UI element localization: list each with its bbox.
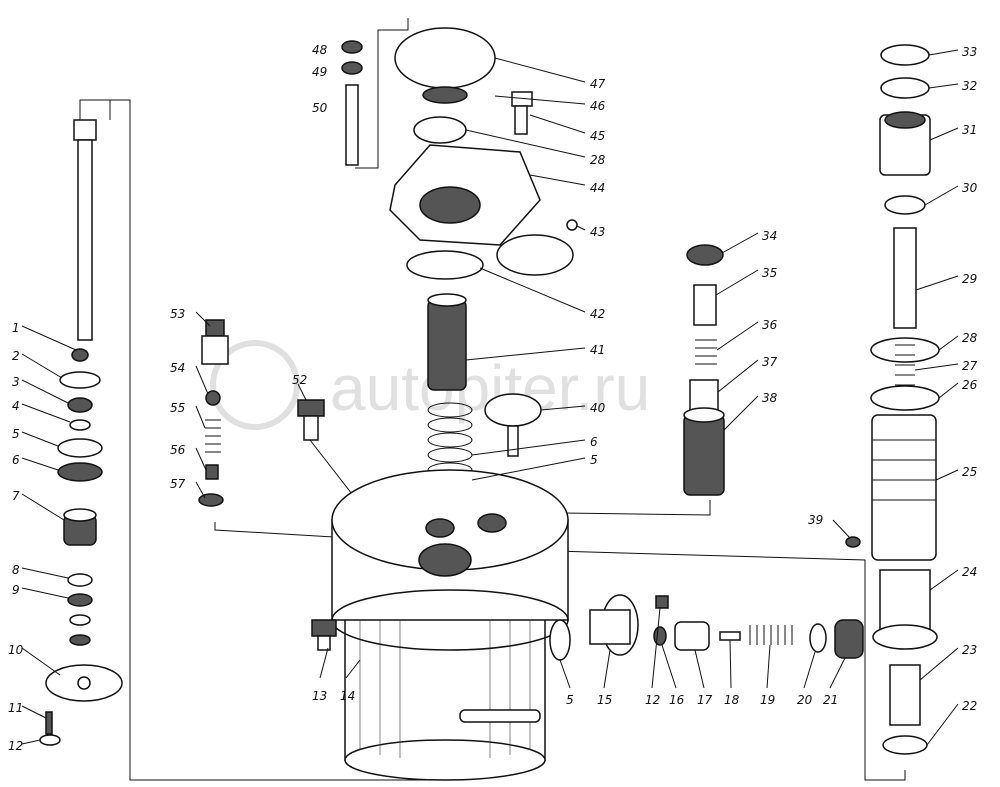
label: 49 bbox=[312, 65, 327, 79]
label: 47 bbox=[590, 77, 606, 91]
part-piston-assembly bbox=[845, 44, 940, 755]
label: 40 bbox=[590, 401, 606, 415]
label: 15 bbox=[597, 693, 612, 707]
label: 56 bbox=[170, 443, 186, 457]
labels-bottom: 13 14 5 15 12 16 17 18 19 20 21 bbox=[312, 689, 838, 707]
label: 5 bbox=[566, 693, 574, 707]
label: 33 bbox=[962, 45, 977, 59]
label: 34 bbox=[762, 229, 777, 243]
label: 32 bbox=[962, 79, 977, 93]
label: 12 bbox=[8, 739, 23, 753]
label: 27 bbox=[962, 359, 978, 373]
label: 45 bbox=[590, 129, 605, 143]
label: 50 bbox=[312, 101, 328, 115]
label: 6 bbox=[590, 435, 598, 449]
label: 17 bbox=[697, 693, 713, 707]
part-check-valve-assembly bbox=[683, 244, 725, 496]
label: 38 bbox=[762, 391, 778, 405]
label: 41 bbox=[590, 343, 605, 357]
label: 44 bbox=[590, 181, 605, 195]
label: 24 bbox=[962, 565, 977, 579]
labels-top-center: 48 49 50 47 46 45 28 44 43 42 41 40 6 5 bbox=[312, 43, 606, 467]
label: 9 bbox=[12, 583, 20, 597]
label: 35 bbox=[762, 266, 777, 280]
part-valve-plug-assembly bbox=[198, 319, 325, 507]
label: 46 bbox=[590, 99, 606, 113]
label: 11 bbox=[8, 701, 23, 715]
label: 26 bbox=[962, 378, 978, 392]
part-main-body bbox=[311, 469, 569, 781]
label: 43 bbox=[590, 225, 605, 239]
label: 31 bbox=[962, 123, 977, 137]
label: 19 bbox=[760, 693, 775, 707]
part-side-valve-assembly bbox=[549, 594, 864, 661]
label: 5 bbox=[12, 427, 20, 441]
label: 21 bbox=[823, 693, 838, 707]
label: 13 bbox=[312, 689, 327, 703]
part-rod-assembly bbox=[39, 119, 123, 746]
label: 28 bbox=[962, 331, 978, 345]
label: 7 bbox=[12, 489, 20, 503]
label: 54 bbox=[170, 361, 185, 375]
label: 36 bbox=[762, 318, 778, 332]
label: 29 bbox=[962, 272, 977, 286]
label: 1 bbox=[12, 321, 20, 335]
label: 28 bbox=[590, 153, 606, 167]
label: 6 bbox=[12, 453, 20, 467]
label: 20 bbox=[797, 693, 813, 707]
label: 52 bbox=[292, 373, 307, 387]
label: 12 bbox=[645, 693, 660, 707]
label: 8 bbox=[12, 563, 20, 577]
label: 5 bbox=[590, 453, 598, 467]
label: 57 bbox=[170, 477, 186, 491]
leader-lines bbox=[21, 49, 959, 746]
labels-right-mid: 34 35 36 37 38 bbox=[762, 229, 778, 405]
label: 39 bbox=[808, 513, 823, 527]
label: 23 bbox=[962, 643, 977, 657]
labels-right: 33 32 31 30 29 28 27 26 25 39 24 23 22 bbox=[808, 45, 978, 713]
label: 14 bbox=[340, 689, 355, 703]
label: 53 bbox=[170, 307, 185, 321]
label: 25 bbox=[962, 465, 977, 479]
label: 42 bbox=[590, 307, 605, 321]
part-cover-assembly bbox=[341, 27, 578, 493]
label: 2 bbox=[12, 349, 20, 363]
labels-left: 1 2 3 4 5 6 7 8 9 10 11 12 bbox=[8, 321, 24, 753]
label: 48 bbox=[312, 43, 328, 57]
label: 4 bbox=[12, 399, 20, 413]
label: 18 bbox=[724, 693, 740, 707]
label: 16 bbox=[669, 693, 685, 707]
label: 55 bbox=[170, 401, 185, 415]
label: 3 bbox=[12, 375, 20, 389]
label: 30 bbox=[962, 181, 978, 195]
labels-left-mid: 53 54 55 56 57 52 bbox=[170, 307, 307, 491]
label: 10 bbox=[8, 643, 24, 657]
label: 22 bbox=[962, 699, 977, 713]
label: 37 bbox=[762, 355, 778, 369]
